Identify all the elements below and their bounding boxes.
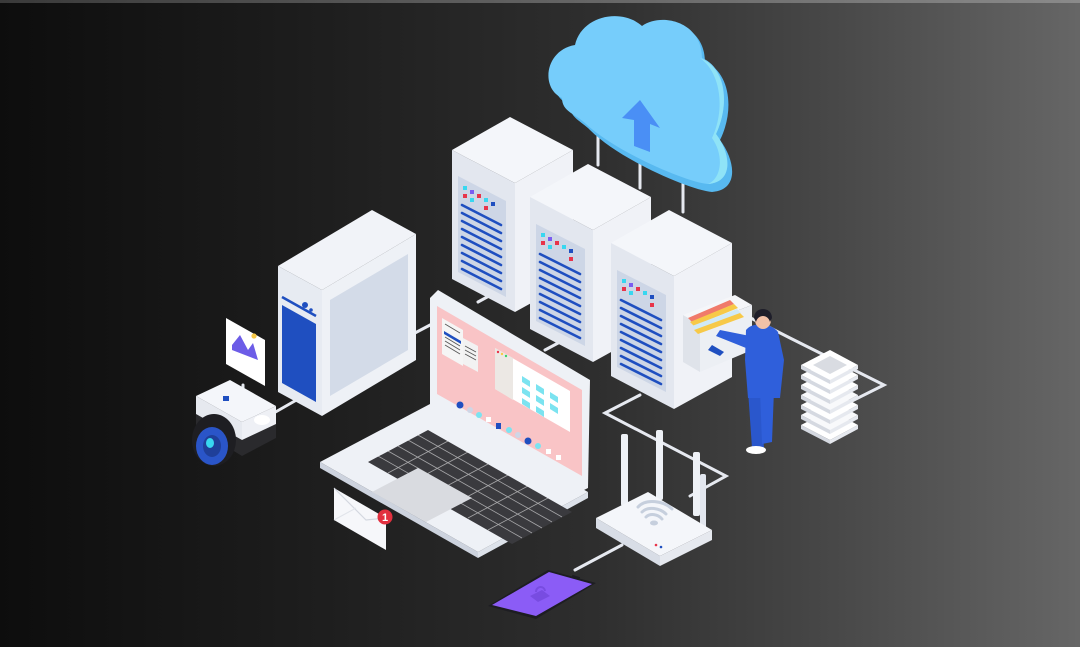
computer-tower-icon <box>278 210 416 416</box>
businessman-icon <box>708 309 784 454</box>
lock-icon <box>530 586 550 602</box>
cloud-icon <box>548 16 733 193</box>
wifi-icon <box>636 500 674 521</box>
camera-icon <box>192 380 276 466</box>
laptop-icon <box>320 290 590 558</box>
status-leds <box>622 279 654 307</box>
screen-dock <box>456 401 561 460</box>
image-icon <box>226 318 265 386</box>
screen-window-right <box>495 348 570 432</box>
badge-count: 1 <box>382 512 388 524</box>
server-rack-3 <box>611 210 752 409</box>
top-border <box>0 0 1080 3</box>
screen-window-left <box>442 318 478 372</box>
trackpad <box>372 468 472 522</box>
status-leds <box>463 186 495 210</box>
notification-badge: 1 <box>377 509 393 525</box>
upload-arrow-icon <box>622 100 660 152</box>
keyboard-keys <box>377 434 563 539</box>
folders <box>688 300 744 334</box>
mail-icon: 1 <box>333 487 393 550</box>
smartphone-icon <box>488 570 596 619</box>
status-leds <box>541 233 573 261</box>
document-stack-icon <box>801 350 858 444</box>
router-icon <box>596 430 712 566</box>
